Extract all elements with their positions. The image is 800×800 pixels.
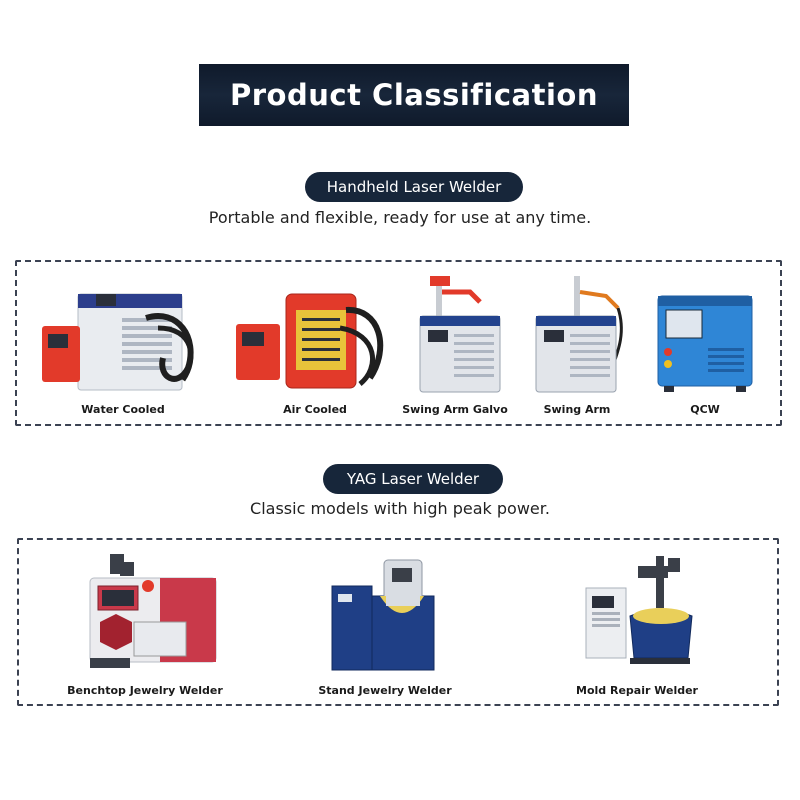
stand-jewelry-welder-image: [331, 559, 435, 671]
product-card-benchtop-jewelry[interactable]: Benchtop Jewelry Welder: [60, 552, 230, 700]
product-card-qcw[interactable]: QCW: [650, 288, 760, 418]
product-label: Air Cooled: [283, 403, 347, 416]
qcw-welder-image: [657, 295, 753, 392]
mold-repair-welder-image: [585, 556, 693, 664]
section-heading-yag: YAG Laser Welder: [323, 464, 503, 494]
benchtop-jewelry-welder-image: [89, 554, 217, 668]
page-title-banner: Product Classification: [199, 64, 629, 126]
product-card-water-cooled[interactable]: Water Cooled: [38, 288, 208, 418]
section-subtitle-yag: Classic models with high peak power.: [250, 499, 550, 518]
product-card-air-cooled[interactable]: Air Cooled: [230, 288, 400, 418]
section-heading-handheld: Handheld Laser Welder: [305, 172, 523, 202]
product-label: Swing Arm Galvo: [402, 403, 508, 416]
product-card-mold-repair[interactable]: Mold Repair Welder: [572, 552, 702, 700]
swing-arm-welder-image: [535, 276, 623, 393]
handheld-products-box: [15, 260, 782, 426]
page-title: Product Classification: [230, 78, 598, 112]
swing-arm-galvo-welder-image: [419, 276, 501, 393]
product-card-swing-arm[interactable]: Swing Arm: [522, 272, 632, 418]
product-card-stand-jewelry[interactable]: Stand Jewelry Welder: [318, 556, 452, 700]
product-card-swing-arm-galvo[interactable]: Swing Arm Galvo: [400, 272, 510, 418]
product-label: Water Cooled: [81, 403, 165, 416]
product-label: QCW: [690, 403, 720, 416]
product-label: Benchtop Jewelry Welder: [67, 684, 223, 697]
water-cooled-welder-image: [42, 293, 194, 391]
air-cooled-welder-image: [236, 293, 384, 389]
section-subtitle-handheld: Portable and flexible, ready for use at …: [208, 208, 592, 227]
section-heading-label: YAG Laser Welder: [346, 470, 480, 488]
yag-products-box: [17, 538, 779, 706]
product-label: Stand Jewelry Welder: [318, 684, 452, 697]
product-label: Swing Arm: [543, 403, 611, 416]
section-heading-label: Handheld Laser Welder: [326, 178, 502, 196]
product-label: Mold Repair Welder: [576, 684, 698, 697]
